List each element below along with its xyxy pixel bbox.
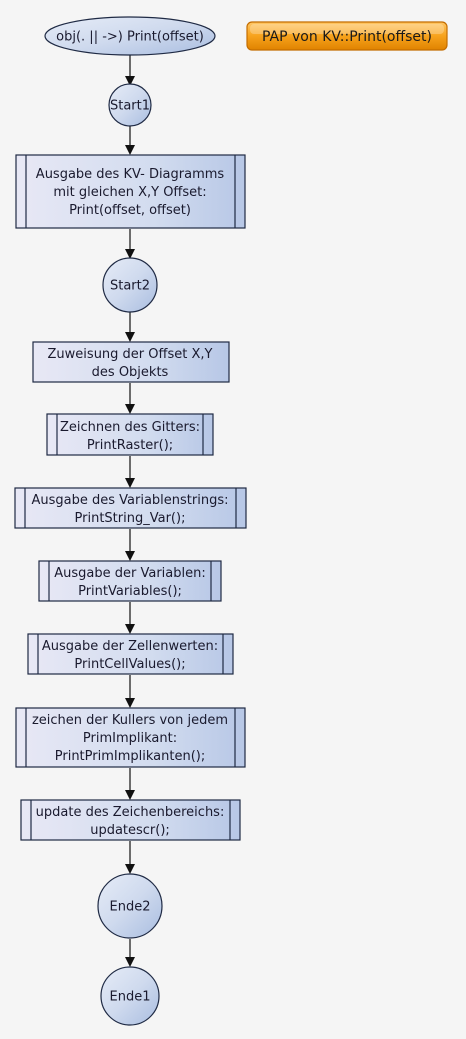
process-box-print-variables[interactable]: Ausgabe der Variablen: PrintVariables(); xyxy=(38,560,222,602)
process-7-line-3: PrintPrimImplikanten(); xyxy=(55,749,205,764)
connector-start2-label: Start2 xyxy=(110,279,150,294)
process-7-line-2: PrimImplikant: xyxy=(83,731,177,746)
connector-ende2[interactable]: Ende2 xyxy=(97,873,163,939)
connector-start2[interactable]: Start2 xyxy=(102,257,158,313)
process-box-kv-diagram-output[interactable]: Ausgabe des KV- Diagramms mit gleichen X… xyxy=(15,154,246,229)
process-box-print-raster[interactable]: Zeichnen des Gitters: PrintRaster(); xyxy=(46,413,214,456)
process-box-print-string-var[interactable]: Ausgabe des Variablenstrings: PrintStrin… xyxy=(14,487,247,529)
process-2-line-2: des Objekts xyxy=(92,365,169,380)
process-1-line-2: mit gleichen X,Y Offset: xyxy=(53,185,206,200)
process-2-line-1: Zuweisung der Offset X,Y xyxy=(48,347,213,362)
process-6-line-1: Ausgabe der Zellenwerten: xyxy=(42,639,218,654)
process-6-line-2: PrintCellValues(); xyxy=(74,657,185,672)
process-box-print-cell-values[interactable]: Ausgabe der Zellenwerten: PrintCellValue… xyxy=(27,633,234,675)
process-1-line-3: Print(offset, offset) xyxy=(69,203,191,218)
process-5-line-2: PrintVariables(); xyxy=(78,584,182,599)
process-box-print-prim-implikanten[interactable]: zeichen der Kullers von jedem PrimImplik… xyxy=(15,707,246,768)
connector-ende1[interactable]: Ende1 xyxy=(100,966,160,1026)
process-3-line-1: Zeichnen des Gitters: xyxy=(60,420,200,435)
process-3-line-2: PrintRaster(); xyxy=(87,438,173,453)
connector-ende1-label: Ende1 xyxy=(110,990,151,1005)
process-1-line-1: Ausgabe des KV- Diagramms xyxy=(36,167,225,182)
process-4-line-2: PrintString_Var(); xyxy=(75,511,186,526)
process-5-line-1: Ausgabe der Variablen: xyxy=(54,566,206,581)
title-badge: PAP von KV::Print(offset) xyxy=(246,21,448,51)
process-box-offset-assignment[interactable]: Zuweisung der Offset X,Y des Objekts xyxy=(32,341,230,383)
process-4-line-1: Ausgabe des Variablenstrings: xyxy=(31,493,228,508)
connector-start1[interactable]: Start1 xyxy=(108,83,152,127)
start-terminal[interactable]: obj(. || ->) Print(offset) xyxy=(44,16,216,56)
process-box-updatescr[interactable]: update des Zeichenbereichs: updatescr(); xyxy=(20,799,241,841)
start-terminal-label: obj(. || ->) Print(offset) xyxy=(56,30,204,45)
process-8-line-2: updatescr(); xyxy=(90,823,170,838)
connector-start1-label: Start1 xyxy=(110,99,150,114)
connector-ende2-label: Ende2 xyxy=(110,900,151,915)
title-badge-label: PAP von KV::Print(offset) xyxy=(262,29,432,45)
process-8-line-1: update des Zeichenbereichs: xyxy=(36,805,225,820)
process-7-line-1: zeichen der Kullers von jedem xyxy=(32,713,228,728)
